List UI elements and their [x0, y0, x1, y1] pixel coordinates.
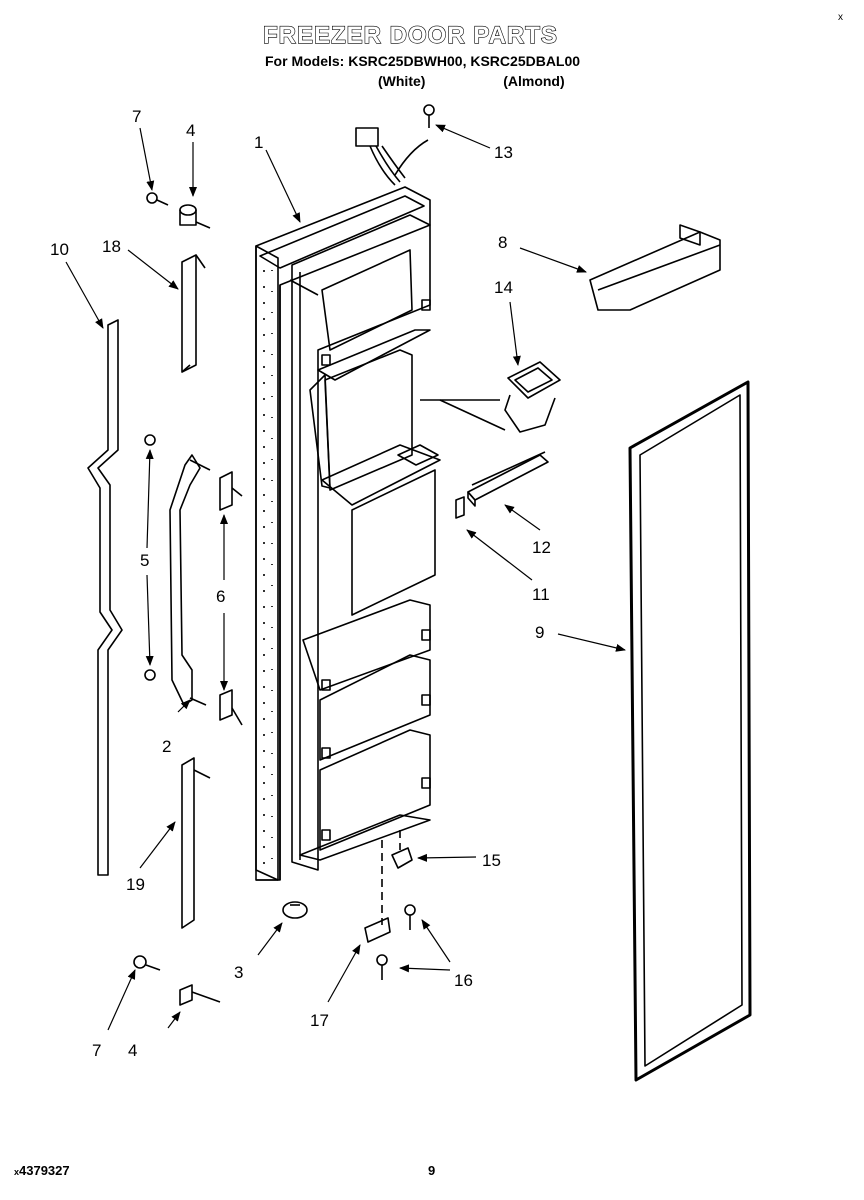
bracket-17	[364, 917, 391, 943]
callout-12: 12	[532, 538, 551, 557]
callout-numbers: 1 2 3 4 4 5 6 7 7 8 9 10 11 12 13 14 15 …	[50, 107, 551, 1060]
cap-11	[455, 496, 465, 519]
page-title: FREEZER DOOR PARTS	[262, 21, 558, 49]
trim-strip-left	[87, 319, 123, 876]
callout-7-top: 7	[132, 107, 141, 126]
callout-19: 19	[126, 875, 145, 894]
bin-retainer-8	[589, 224, 721, 311]
spacer-19	[181, 757, 211, 929]
variant-almond: (Almond)	[503, 73, 565, 89]
variant-white: (White)	[378, 73, 426, 89]
callout-4-bottom: 4	[128, 1041, 137, 1060]
screw-16b	[376, 954, 388, 980]
callout-9: 9	[535, 623, 544, 642]
document-number-text: 4379327	[19, 1163, 70, 1178]
callout-5: 5	[140, 551, 149, 570]
clip-upper	[219, 471, 243, 511]
variant-labels: (White) (Almond)	[378, 73, 565, 89]
screw-16a	[404, 904, 416, 930]
callout-16: 16	[454, 971, 473, 990]
callout-18: 18	[102, 237, 121, 256]
wire-harness	[355, 127, 429, 186]
hinge-top	[146, 192, 211, 229]
models-line: For Models: KSRC25DBWH00, KSRC25DBAL00	[265, 53, 581, 69]
dispenser-bracket-15	[391, 847, 413, 869]
callout-8: 8	[498, 233, 507, 252]
clip-lower	[219, 689, 243, 726]
document-number: x4379327	[14, 1163, 70, 1178]
handle	[144, 434, 211, 706]
callout-4-top: 4	[186, 121, 195, 140]
screw-13	[423, 104, 435, 128]
callout-7-bottom: 7	[92, 1041, 101, 1060]
spacer-18	[181, 254, 206, 373]
callout-13: 13	[494, 143, 513, 162]
hinge-bottom	[133, 955, 221, 1006]
plug-3	[282, 901, 308, 919]
callout-15: 15	[482, 851, 501, 870]
callout-2: 2	[162, 737, 171, 756]
callout-1: 1	[254, 133, 263, 152]
callout-17: 17	[310, 1011, 329, 1030]
trim-12	[467, 451, 549, 507]
callout-11: 11	[532, 585, 550, 604]
ice-chute-14	[420, 361, 561, 433]
callout-10: 10	[50, 240, 69, 259]
freezer-door-panel	[255, 186, 441, 881]
door-gasket-9	[628, 380, 752, 1082]
callout-3: 3	[234, 963, 243, 982]
callout-leaders	[65, 124, 626, 1031]
page-number: 9	[428, 1163, 436, 1178]
callout-14: 14	[494, 278, 513, 297]
corner-mark: x	[838, 12, 843, 23]
callout-6: 6	[216, 587, 225, 606]
